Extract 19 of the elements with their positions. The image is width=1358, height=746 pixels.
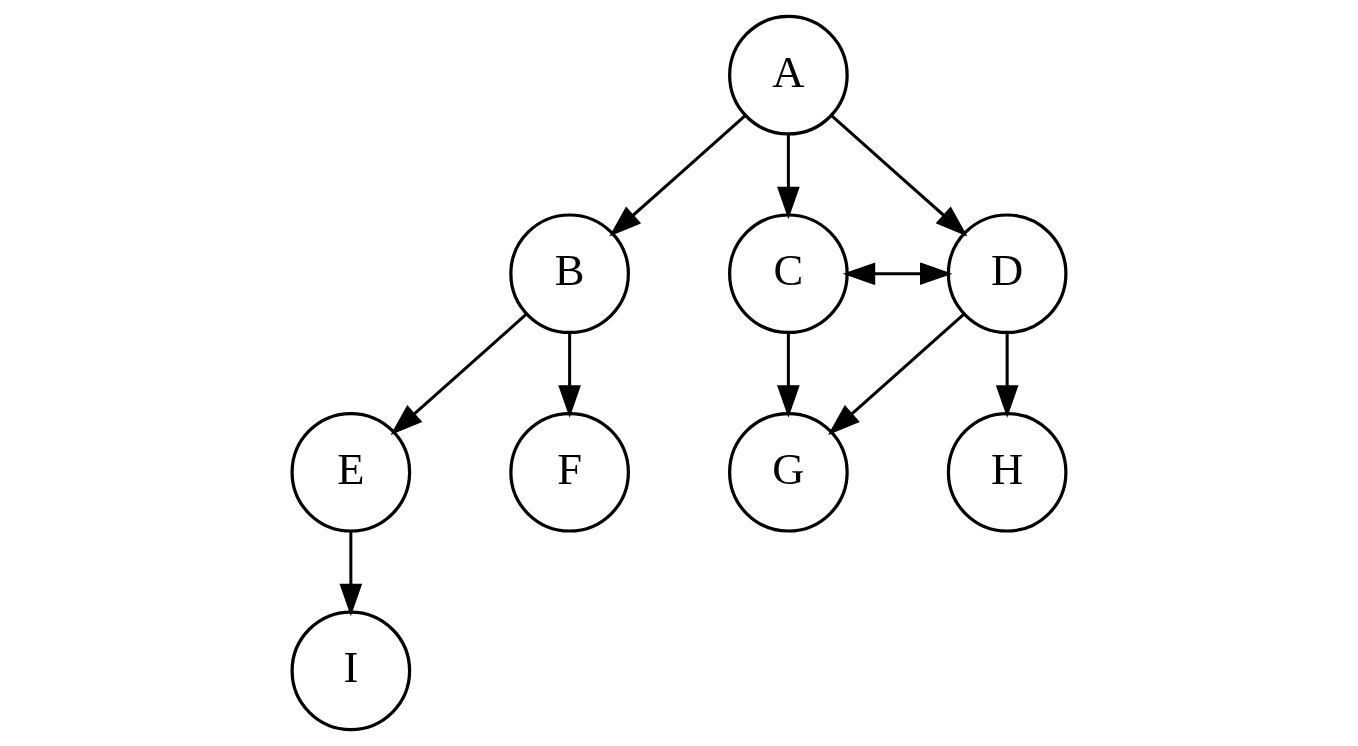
node-circle: F [509, 411, 630, 533]
node-circle: D [946, 213, 1068, 335]
node-circle: I [290, 610, 412, 732]
arrow [830, 114, 968, 237]
node-circle: B [509, 213, 630, 335]
arrow [842, 262, 953, 286]
node-circle: A [728, 14, 849, 136]
arrow [777, 134, 800, 220]
node-circle: C [728, 213, 849, 335]
arrow [390, 313, 528, 435]
arrow [995, 332, 1019, 418]
node-circle: E [290, 411, 412, 533]
arrow [828, 313, 965, 435]
node-circle: H [946, 411, 1068, 533]
arrow [777, 332, 800, 418]
arrow [609, 114, 747, 237]
arrow [558, 332, 581, 418]
node-circle: G [728, 411, 849, 533]
arrow [339, 531, 363, 617]
